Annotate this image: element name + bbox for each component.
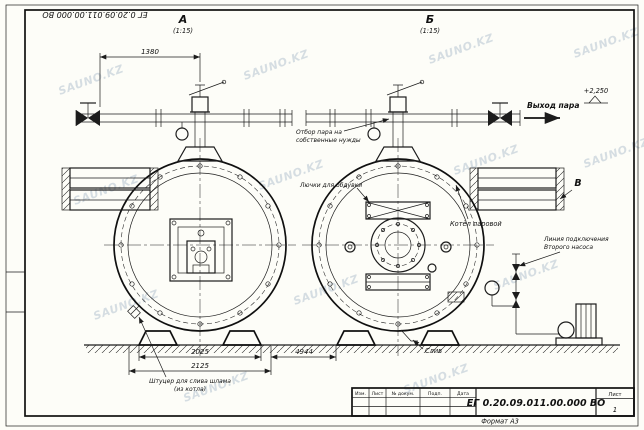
safety-valve-a (176, 79, 227, 162)
annotation-boiler-label: Котёл паровой (450, 184, 502, 228)
annotation-drain-text: Слив (425, 347, 442, 355)
view-a-label: А (178, 13, 188, 26)
annotation-steam-outlet: Выход пара (527, 101, 579, 110)
support-b-left (335, 330, 377, 346)
annotation-blow-hatches-text: Лючки для обдувки (299, 182, 362, 189)
watermark: SAUNO.KZ (57, 62, 126, 98)
bolt-ring-b (316, 163, 480, 327)
title-sheet-label: Лист (608, 392, 621, 398)
view-v-label: В (574, 178, 581, 189)
dimensions-view-a: 1380 2025 2125 4944 (99, 48, 337, 375)
annotation-own-needs: Отбор пара на собственные нужды (296, 118, 390, 144)
boiler-view-b: Б (1:15) (302, 13, 582, 356)
watermark: SAUNO.KZ (92, 287, 161, 323)
annotation-boiler-text: Котёл паровой (450, 220, 502, 228)
annotation-drain-fitting-line2: (из котла) (174, 386, 206, 393)
title-doc-number: ЕГ 0.20.09.011.00.000 ВО (467, 398, 605, 409)
watermark: SAUNO.KZ (427, 31, 496, 67)
annotation-own-needs-line2: собственные нужды (296, 137, 361, 144)
economizer-b (469, 167, 565, 211)
support-b-right (419, 330, 461, 346)
view-v-pointer: В (559, 178, 582, 200)
title-col-ndok: № докум. (392, 391, 415, 397)
support-a-right (221, 330, 263, 346)
annotation-elevation: +2,250 (584, 87, 608, 95)
safety-valve-b (374, 79, 425, 162)
title-sheet-number: 1 (613, 406, 617, 414)
boiler-view-a: А (1:15) (61, 13, 337, 393)
support-a-left (137, 330, 179, 346)
annotation-blow-hatches: Лючки для обдувки (299, 182, 370, 203)
economizer-a (61, 167, 159, 211)
dim-4944: 4944 (295, 348, 313, 356)
title-col-podp: Подп. (428, 391, 442, 397)
view-b-label: Б (426, 13, 434, 26)
view-a-scale: (1:15) (173, 27, 193, 35)
annotation-drain: Слив (412, 339, 442, 355)
watermark: SAUNO.KZ (242, 47, 311, 83)
annotation-pump-line2: Второго насоса (544, 244, 593, 251)
annotation-pump-line: Линия подключения Второго насоса (518, 236, 609, 267)
gate-valve-b (488, 110, 500, 126)
format-label: Формат А3 (481, 418, 519, 426)
drain-pad (447, 291, 465, 303)
blow-hatch-top (365, 201, 431, 220)
inverted-doc-number: ЕГ 0.20.09.011.00.000 ВО (42, 10, 147, 19)
watermark: SAUNO.KZ (292, 272, 361, 308)
pressure-gauge-a (175, 127, 189, 141)
dim-2125: 2125 (191, 362, 209, 370)
sight-glasses (344, 241, 452, 273)
drain-stub (127, 304, 141, 319)
burner-door (169, 218, 233, 282)
sheet-frame: ЕГ 0.20.09.011.00.000 ВО Формат А3 (5, 4, 639, 427)
feed-pump-assembly (447, 253, 603, 346)
steam-pipe-a (75, 102, 293, 141)
title-col-data: Дата (457, 391, 469, 397)
title-block: Изм. Лист № докум. Подп. Дата ЕГ 0.20.09… (351, 387, 635, 417)
manhole (370, 217, 426, 273)
blow-hatch-bottom (365, 273, 431, 291)
steam-pipe-b (305, 102, 521, 141)
view-b-scale: (1:15) (420, 27, 440, 35)
pressure-gauge-b (367, 127, 381, 141)
annotation-own-needs-line1: Отбор пара на (296, 129, 342, 136)
bolt-ring-a (118, 163, 282, 327)
title-col-izm: Изм. (355, 391, 366, 397)
gate-valve-a (88, 110, 100, 126)
pump-volute (557, 321, 575, 339)
watermark: SAUNO.KZ (572, 25, 641, 61)
annotation-drain-fitting: Штуцер для слива шлама (из котла) (138, 316, 231, 393)
steam-outlet: Выход пара +2,250 (524, 87, 608, 124)
elevation-mark-icon (588, 95, 602, 104)
dim-2025: 2025 (191, 348, 209, 356)
dim-1380: 1380 (141, 48, 159, 56)
annotation-drain-fitting-line1: Штуцер для слива шлама (149, 378, 231, 385)
watermark: SAUNO.KZ (492, 257, 561, 293)
title-col-list: Лист (372, 391, 384, 397)
watermark: SAUNO.KZ (452, 142, 521, 178)
ground-line (84, 344, 620, 353)
annotation-pump-line1: Линия подключения (543, 236, 609, 243)
